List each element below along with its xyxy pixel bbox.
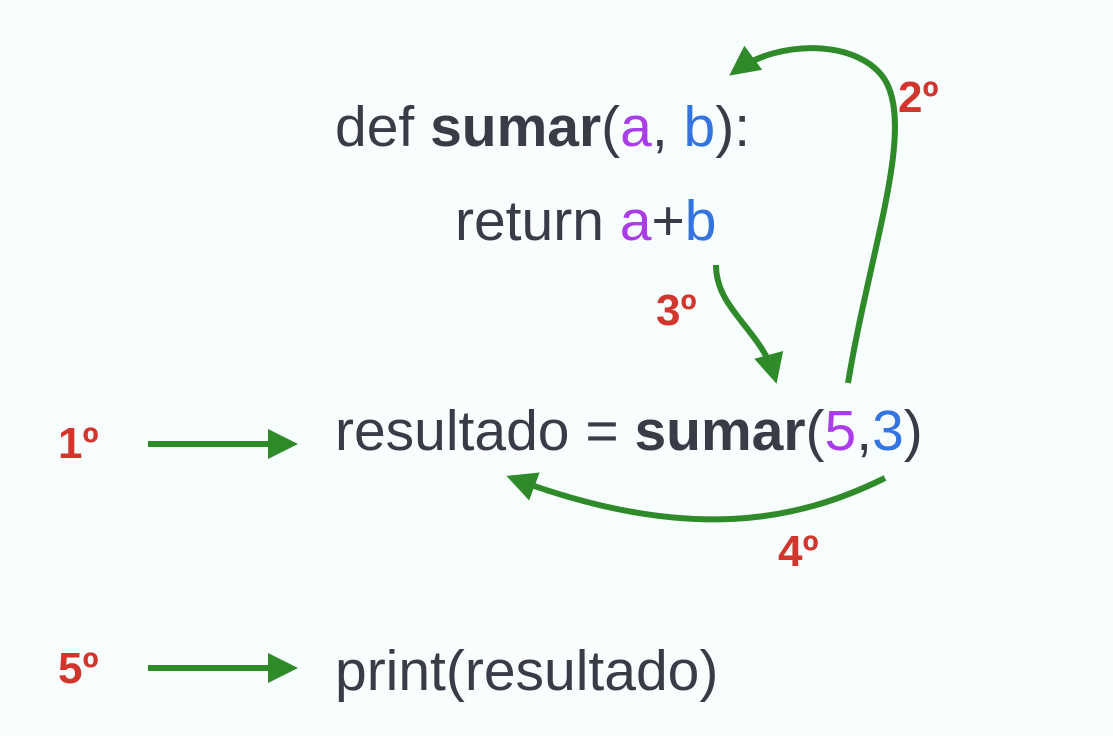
def-line: def sumar(a, b): (335, 95, 750, 159)
return-line: return a+b (455, 189, 716, 253)
call-line: resultado = sumar(5,3) (335, 399, 923, 463)
step-3-arrow (713, 264, 784, 384)
step-2-label: 2º (898, 73, 939, 122)
step-1-label: 1º (58, 419, 99, 468)
print-line: print(resultado) (335, 639, 718, 703)
step-5-label: 5º (58, 644, 99, 693)
step-4-label: 4º (778, 527, 819, 576)
step-3-label: 3º (656, 286, 697, 335)
step-4-arrow (506, 472, 887, 523)
step-2-arrow (729, 45, 898, 384)
